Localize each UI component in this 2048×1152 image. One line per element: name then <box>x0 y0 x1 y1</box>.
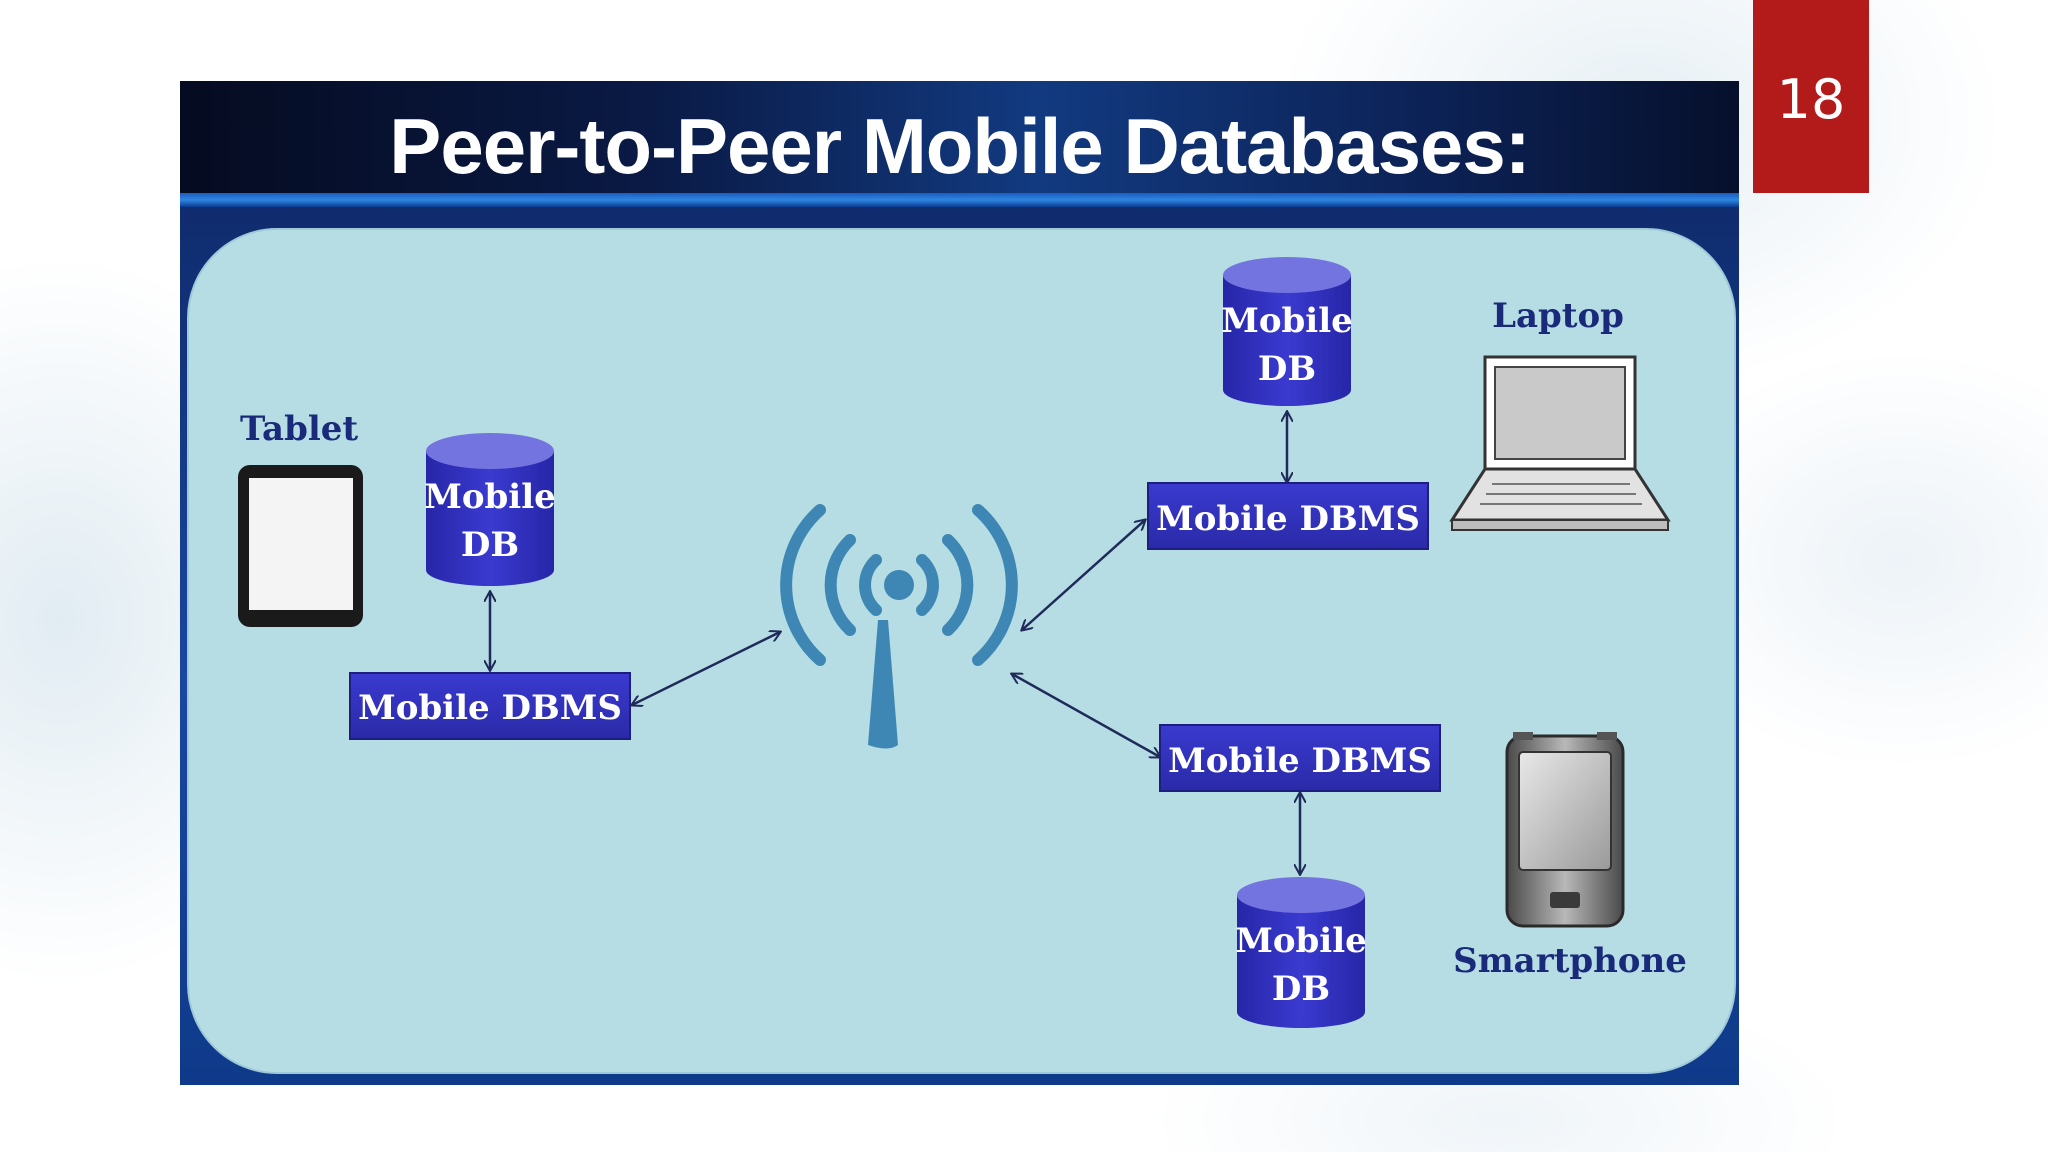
dbms-label: Mobile DBMS <box>1168 741 1432 781</box>
db-label-line2: DB <box>461 525 519 565</box>
database-icon <box>426 451 554 586</box>
wireless-tower-icon <box>780 504 1018 749</box>
database-icon <box>1237 895 1365 1028</box>
connector-tower-laptop <box>1022 520 1145 630</box>
db-label-line1: Mobile <box>1235 921 1367 961</box>
tablet-icon <box>238 465 363 627</box>
mobile-dbms-laptop: Mobile DBMS <box>1147 482 1429 550</box>
laptop-label: Laptop <box>1492 296 1624 336</box>
mobile-dbms-phone: Mobile DBMS <box>1159 724 1441 792</box>
mobile-db-tablet: Mobile DB <box>424 433 556 586</box>
diagram-figure: Peer-to-Peer Mobile Databases: <box>180 81 1739 1085</box>
mobile-db-phone: Mobile DB <box>1235 877 1367 1028</box>
database-icon <box>1223 275 1351 406</box>
db-label-line1: Mobile <box>1221 301 1353 341</box>
mobile-db-laptop: Mobile DB <box>1221 257 1353 406</box>
figure-title: Peer-to-Peer Mobile Databases: <box>389 101 1530 190</box>
db-label-line1: Mobile <box>424 477 556 517</box>
db-label-line2: DB <box>1258 349 1316 389</box>
diagram-panel <box>187 228 1736 1074</box>
header-stripe <box>180 193 1739 207</box>
db-label-line2: DB <box>1272 969 1330 1009</box>
tablet-label: Tablet <box>240 409 358 449</box>
smartphone-label: Smartphone <box>1453 941 1687 981</box>
figure-header <box>180 81 1739 197</box>
connector-tablet-tower <box>632 632 780 705</box>
slide-number: 18 <box>1753 0 1869 193</box>
dbms-label: Mobile DBMS <box>1156 499 1420 539</box>
smartphone-icon <box>1505 732 1625 928</box>
laptop-icon <box>1449 355 1671 531</box>
dbms-label: Mobile DBMS <box>358 688 622 728</box>
mobile-dbms-tablet: Mobile DBMS <box>349 672 631 740</box>
connector-tower-phone <box>1012 674 1160 757</box>
